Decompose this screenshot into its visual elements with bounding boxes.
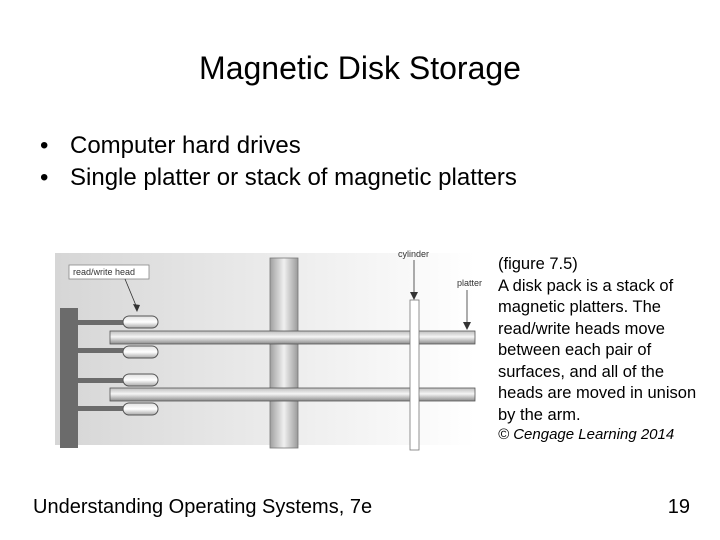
cylinder-marker [409, 299, 420, 451]
disk-pack-figure: read/write head cylinder platter [55, 249, 482, 451]
arm-rod [78, 320, 130, 325]
read-write-head-arrowhead [133, 304, 140, 312]
bullet-dot: • [40, 132, 49, 159]
read-write-head [122, 402, 159, 416]
bullet-dot: • [40, 164, 49, 191]
read-write-head [122, 315, 159, 329]
figure-number: (figure 7.5) [498, 255, 578, 273]
read-write-head [122, 345, 159, 359]
figure-caption-text: A disk pack is a stack of magnetic platt… [498, 276, 697, 424]
arm-actuator [60, 308, 78, 448]
read-write-head [122, 373, 159, 387]
page-number: 19 [667, 496, 690, 518]
copyright-notice: © Cengage Learning 2014 [498, 426, 675, 443]
arm-rod [78, 348, 130, 353]
read-write-head-label: read/write head [73, 267, 135, 277]
figure-caption: (figure 7.5) A disk pack is a stack of m… [498, 254, 703, 426]
cylinder-label: cylinder [398, 249, 429, 259]
bullet-item: • Single platter or stack of magnetic pl… [40, 162, 517, 194]
cylinder-arrowhead [410, 292, 418, 300]
platter-arrowhead [463, 322, 471, 330]
read-write-head-label-box [68, 264, 150, 280]
platter-label: platter [457, 278, 482, 288]
arm-rod [78, 378, 130, 383]
platter-top [109, 330, 476, 345]
bullet-item: • Computer hard drives [40, 130, 517, 162]
slide-title: Magnetic Disk Storage [199, 50, 521, 86]
bullet-text: Single platter or stack of magnetic plat… [70, 164, 517, 191]
platter-bottom [109, 387, 476, 402]
spindle [269, 257, 299, 449]
read-write-head-arrow [124, 278, 138, 309]
bullet-text: Computer hard drives [70, 132, 301, 159]
bullet-list: • Computer hard drives • Single platter … [40, 130, 517, 194]
footer-book-title: Understanding Operating Systems, 7e [33, 496, 373, 518]
arm-rod [78, 406, 130, 411]
